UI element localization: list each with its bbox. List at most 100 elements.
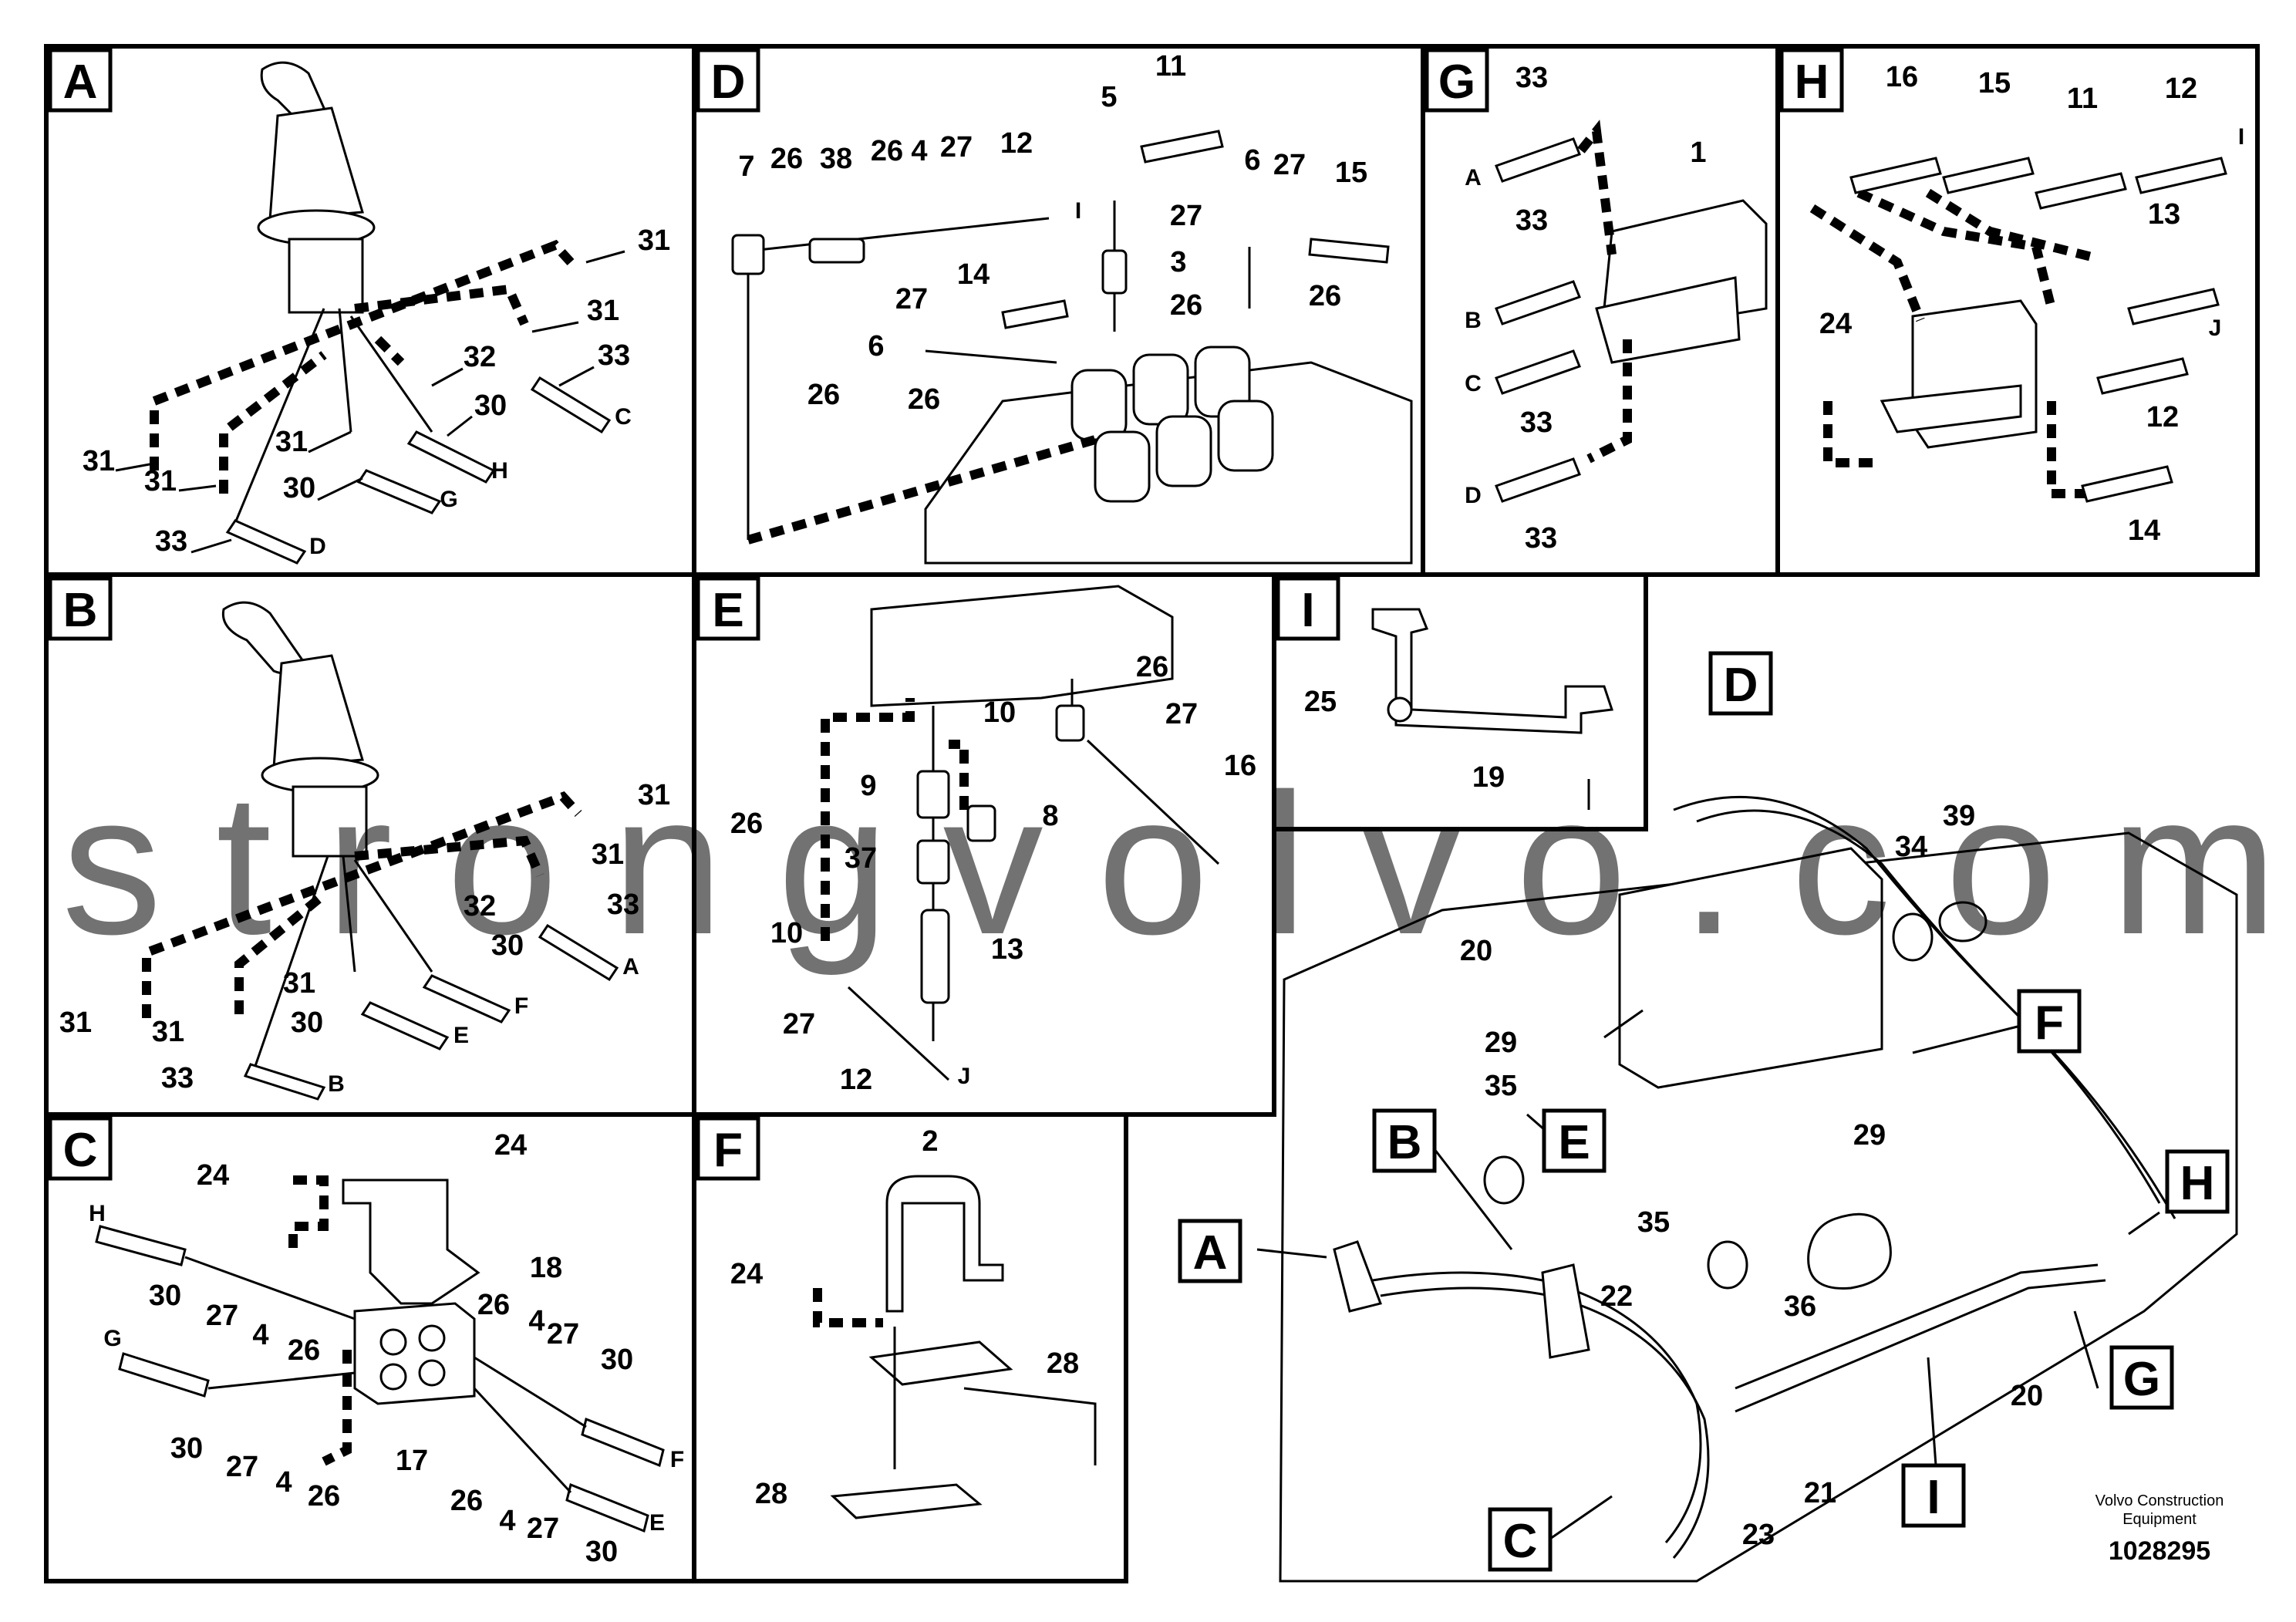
callout-d-6: 6 bbox=[868, 330, 884, 363]
overview-tag-box-b bbox=[1372, 1108, 1437, 1173]
callout-e-26: 26 bbox=[1136, 651, 1168, 683]
watermark: strongvolvo.com bbox=[62, 753, 2296, 977]
port-17-4 bbox=[418, 1359, 446, 1387]
hose-end-label-c-h: H bbox=[89, 1201, 106, 1226]
hose-a-3 bbox=[354, 284, 529, 326]
hose-h-15 bbox=[1942, 157, 2035, 194]
callout-d-4: 4 bbox=[911, 135, 927, 167]
fitting-e-37 bbox=[916, 839, 950, 885]
hose-end-label-b-a: A bbox=[622, 954, 639, 980]
hose-c-g bbox=[118, 1352, 210, 1398]
hose-bundle-overview-4 bbox=[1380, 1286, 1710, 1559]
panel-tags: A D G H B E I C F bbox=[48, 48, 1844, 1181]
seal-35a bbox=[1483, 1155, 1525, 1205]
hose-end-label-h-i: I bbox=[2238, 124, 2244, 150]
joystick-a-boot bbox=[268, 106, 364, 221]
callout-b-32: 32 bbox=[464, 890, 496, 922]
callout-c-4: 4 bbox=[252, 1319, 268, 1351]
callout-d-15: 15 bbox=[1335, 157, 1367, 189]
callout-c-4: 4 bbox=[499, 1505, 515, 1537]
fitting-e-8 bbox=[966, 804, 996, 842]
hose-d-1 bbox=[747, 435, 1097, 545]
callout-c-30: 30 bbox=[585, 1536, 618, 1568]
callout-f-28: 28 bbox=[1047, 1347, 1079, 1380]
overview-tag-g: G bbox=[2123, 1353, 2160, 1406]
hose-end-label-c-f: F bbox=[670, 1447, 684, 1472]
callout-overview-29: 29 bbox=[1485, 1027, 1517, 1059]
callout-e-8: 8 bbox=[1042, 800, 1058, 832]
callout-overview-39: 39 bbox=[1943, 800, 1975, 832]
panel-h-frame bbox=[1775, 44, 2260, 577]
hose-e-1 bbox=[821, 698, 915, 941]
callout-overview-29: 29 bbox=[1853, 1119, 1886, 1152]
panel-g-artwork bbox=[1495, 120, 1768, 503]
hose-h-2 bbox=[1925, 188, 2099, 263]
overview-tag-box-i bbox=[1901, 1463, 1966, 1528]
callout-overview-20: 20 bbox=[1460, 935, 1492, 967]
hose-end-b-b bbox=[243, 1063, 326, 1101]
callout-overview-21: 21 bbox=[1804, 1477, 1836, 1509]
hose-g-a bbox=[1495, 137, 1581, 183]
callout-d-3: 3 bbox=[1170, 246, 1186, 278]
tag-panel-d: D bbox=[711, 56, 746, 109]
overview-tag-h: H bbox=[2180, 1157, 2215, 1210]
callout-d-27: 27 bbox=[1273, 149, 1306, 181]
panel-frames bbox=[44, 44, 2260, 1583]
callout-c-30: 30 bbox=[149, 1280, 181, 1312]
control-valve-overview bbox=[1618, 847, 1883, 1089]
callout-h-16: 16 bbox=[1886, 61, 1918, 93]
hose-c-2 bbox=[322, 1350, 352, 1466]
bracket-2 bbox=[885, 1175, 1004, 1313]
callout-d-12: 12 bbox=[1000, 127, 1033, 160]
callout-g-33: 33 bbox=[1520, 406, 1553, 439]
hose-end-label-h-j: J bbox=[2209, 315, 2222, 341]
joystick-overview-b bbox=[1541, 1263, 1590, 1359]
bracket-18 bbox=[342, 1179, 480, 1305]
callout-e-27: 27 bbox=[1165, 698, 1198, 730]
callout-g-33: 33 bbox=[1515, 62, 1548, 94]
callout-a-31: 31 bbox=[587, 295, 619, 327]
overview-tag-box-d bbox=[1708, 651, 1773, 716]
tag-panel-h: H bbox=[1795, 56, 1829, 109]
bracket-g bbox=[1595, 276, 1741, 364]
overview-tag-c: C bbox=[1503, 1515, 1538, 1568]
tag-box-f bbox=[696, 1116, 760, 1181]
panel-f-artwork bbox=[813, 1175, 1097, 1519]
callout-a-31: 31 bbox=[638, 224, 670, 257]
callout-a-33: 33 bbox=[598, 339, 630, 372]
tag-panel-e: E bbox=[712, 584, 743, 637]
callout-overview-35: 35 bbox=[1637, 1206, 1670, 1239]
callout-c-4: 4 bbox=[528, 1305, 544, 1337]
port-17-1 bbox=[379, 1328, 407, 1356]
hose-end-label-c-g: G bbox=[103, 1326, 121, 1351]
panel-d-artwork bbox=[731, 130, 1413, 565]
callout-b-33: 33 bbox=[161, 1062, 194, 1094]
callout-b-31: 31 bbox=[592, 838, 624, 871]
fitting-d-3 bbox=[1101, 249, 1128, 295]
callout-c-4: 4 bbox=[275, 1466, 292, 1499]
panel-f-frame bbox=[692, 1112, 1128, 1583]
callout-b-33: 33 bbox=[607, 889, 639, 921]
callout-h-12: 12 bbox=[2165, 73, 2197, 105]
callout-d-26: 26 bbox=[1170, 289, 1202, 322]
hose-end-label-g-d: D bbox=[1465, 483, 1482, 508]
clamp-29 bbox=[1807, 1212, 1892, 1290]
joystick-b-base bbox=[292, 785, 368, 858]
hose-end-label-a-c: C bbox=[615, 404, 632, 430]
callout-e-27: 27 bbox=[783, 1008, 815, 1040]
callout-c-26: 26 bbox=[477, 1289, 510, 1321]
callout-a-31: 31 bbox=[144, 465, 177, 497]
hose-b-1 bbox=[142, 791, 582, 1018]
hose-bundle-overview-6 bbox=[1735, 1279, 2106, 1413]
hose-g-d bbox=[1495, 457, 1581, 503]
tag-box-g bbox=[1424, 48, 1489, 113]
footer: Volvo Construction Equipment 1028295 bbox=[2095, 1492, 2224, 1566]
hose-end-label-e-j: J bbox=[958, 1064, 971, 1089]
hose-g-1 bbox=[1577, 120, 1617, 255]
tag-panel-g: G bbox=[1438, 56, 1475, 109]
hose-h-1 bbox=[1856, 188, 2056, 310]
callout-e-13: 13 bbox=[991, 933, 1023, 966]
hose-b-2 bbox=[234, 891, 327, 1014]
callout-f-24: 24 bbox=[730, 1258, 763, 1290]
